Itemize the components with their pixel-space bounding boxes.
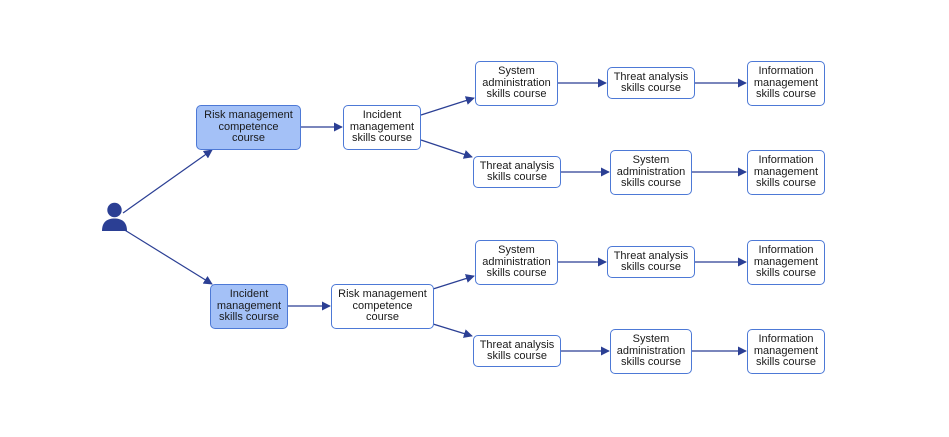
edge-b2-b3-bottom <box>432 323 473 338</box>
edge-start-b1 <box>122 228 213 285</box>
course-node-threat-analysis[interactable]: Threat analysis skills course <box>607 67 695 99</box>
course-node-incident-management[interactable]: Incident management skills course <box>343 105 421 150</box>
course-node-threat-analysis[interactable]: Threat analysis skills course <box>473 335 561 367</box>
course-node-threat-analysis[interactable]: Threat analysis skills course <box>607 246 695 278</box>
course-node-information-management[interactable]: Information management skills course <box>747 61 825 106</box>
person-icon <box>102 202 127 231</box>
course-node-information-management[interactable]: Information management skills course <box>747 150 825 195</box>
course-node-system-administration[interactable]: System administration skills course <box>475 61 558 106</box>
course-node-information-management[interactable]: Information management skills course <box>747 329 825 374</box>
edge-a2-a3-top <box>420 96 475 116</box>
course-node-incident-management[interactable]: Incident management skills course <box>210 284 288 329</box>
course-node-risk-management[interactable]: Risk management competence course <box>196 105 301 150</box>
course-node-system-administration[interactable]: System administration skills course <box>610 150 692 195</box>
edge-a2-a3-bottom <box>420 139 473 159</box>
course-node-system-administration[interactable]: System administration skills course <box>610 329 692 374</box>
course-node-threat-analysis[interactable]: Threat analysis skills course <box>473 156 561 188</box>
course-node-information-management[interactable]: Information management skills course <box>747 240 825 285</box>
course-node-system-administration[interactable]: System administration skills course <box>475 240 558 285</box>
edge-start-a1 <box>122 149 213 214</box>
edge-b2-b3-top <box>432 274 475 290</box>
course-node-risk-management[interactable]: Risk management competence course <box>331 284 434 329</box>
